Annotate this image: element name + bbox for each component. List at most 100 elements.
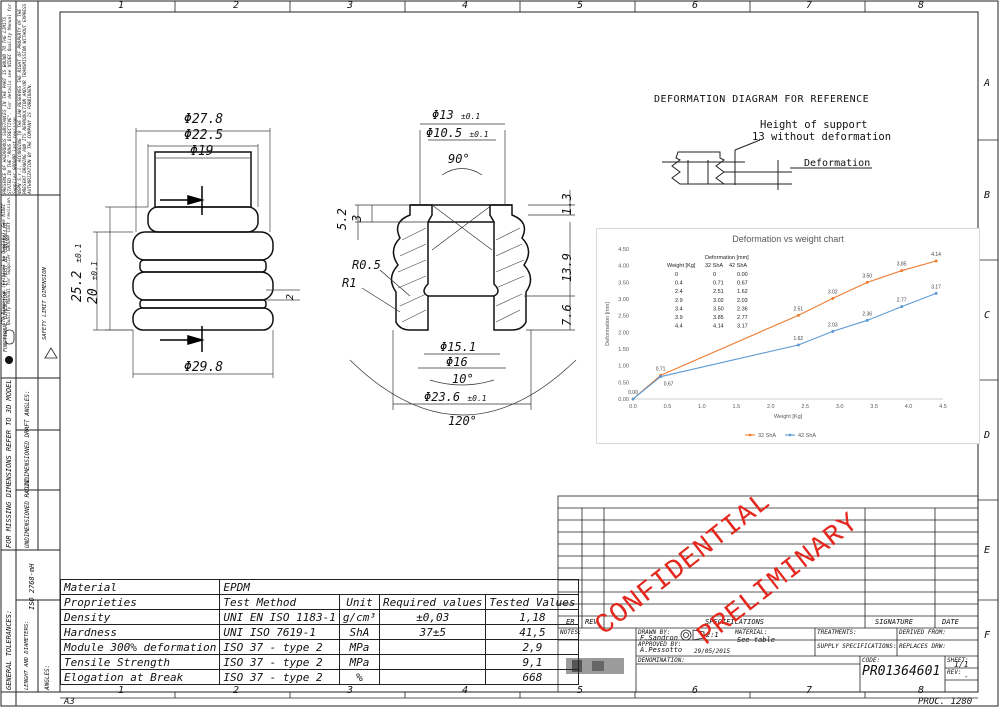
data-label: 0.67 xyxy=(664,382,674,388)
data-label: 0.00 xyxy=(628,390,638,396)
data-label: 2.36 xyxy=(862,311,872,317)
x-tick-label: 1.0 xyxy=(698,404,706,410)
drawn-by-name: F.Sandron xyxy=(640,634,678,642)
missing-dimensions-note: FOR MISSING DIMENSIONS REFER TO 3D MODEL xyxy=(5,379,13,548)
data-label: 3.02 xyxy=(828,289,838,295)
replaces-label: REPLACES DRW: xyxy=(899,643,946,650)
chart-title: Deformation vs weight chart xyxy=(732,234,844,244)
zone-number-top-6: 6 xyxy=(692,0,699,11)
y-tick-label: 2.50 xyxy=(618,314,629,320)
legend-marker-2 xyxy=(788,433,792,437)
dim-diameter-29-8: Φ29.8 xyxy=(184,360,224,375)
material-cell: ±0,03 xyxy=(379,609,487,625)
zone-number-top-3: 3 xyxy=(347,0,354,11)
dim-groove-2: 2 xyxy=(285,293,296,300)
table-cell: 4.14 xyxy=(713,324,724,330)
radii-label: UNDIMENSIONED RADII: xyxy=(24,475,31,548)
table-cell: 0.71 xyxy=(713,281,724,287)
dim-angle-120: 120° xyxy=(448,414,477,428)
table-cell: 4.4 xyxy=(675,324,683,330)
table-cell: 3.9 xyxy=(675,315,683,321)
zone-letter-b: B xyxy=(984,190,991,201)
material-cell: 668 xyxy=(485,669,580,685)
material-cell: Module 300% deformation xyxy=(59,639,221,655)
zone-number-bottom-5: 5 xyxy=(577,685,584,696)
x-tick-label: 3.0 xyxy=(836,404,844,410)
y-tick-label: 2.00 xyxy=(618,330,629,336)
material-cell: ShA xyxy=(338,624,381,640)
safety-note: SAFETY LIMIT DIMENSION xyxy=(42,267,48,340)
legend-label-2: 42 ShA xyxy=(798,433,816,439)
y-tick-label: 1.00 xyxy=(618,364,629,370)
material-cell: Tested Values xyxy=(485,594,580,610)
zone-number-bottom-1: 1 xyxy=(118,685,125,696)
supply-specifications-label: SUPPLY SPECIFICATIONS: xyxy=(817,643,897,650)
data-label: 2.03 xyxy=(828,322,838,328)
material-cell: % xyxy=(338,669,381,685)
date-label: DATE xyxy=(942,618,959,626)
dim-diameter-23-6: Φ23.6 ±0.1 xyxy=(424,390,487,404)
zone-number-bottom-3: 3 xyxy=(347,685,354,696)
drawn-by-label: DRAWN BY: xyxy=(638,629,671,636)
material-cell: EPDM xyxy=(219,579,580,595)
approved-date: 29/05/2015 xyxy=(694,648,731,655)
material-cell: Unit xyxy=(338,594,381,610)
rev-value: - xyxy=(964,672,969,681)
table-cell: 0.00 xyxy=(737,272,748,278)
data-label: 3.50 xyxy=(862,273,872,279)
material-cell xyxy=(379,639,487,655)
table-cell: 2.03 xyxy=(737,298,748,304)
y-tick-label: 0.00 xyxy=(618,397,629,403)
material-cell: MPa xyxy=(338,639,381,655)
dim-height-5-2: 5.2 xyxy=(335,208,349,230)
sheet-label: SHEET: xyxy=(947,657,969,664)
x-tick-label: 3.5 xyxy=(870,404,878,410)
er-column-label: ER xyxy=(566,618,575,626)
data-label: 0.71 xyxy=(656,366,666,372)
legend-marker-1 xyxy=(748,433,752,437)
material-cell: Material xyxy=(59,579,221,595)
x-tick-label: 1.5 xyxy=(733,404,741,410)
derived-from-label: DERIVED FROM: xyxy=(899,629,946,636)
x-tick-label: 4.0 xyxy=(905,404,913,410)
table-cell: 2.9 xyxy=(675,298,683,304)
x-tick-label: 0.0 xyxy=(629,404,637,410)
material-cell: Density xyxy=(59,609,221,625)
rev-label: REV: xyxy=(947,669,962,676)
dim-height-20: 20 ±0.1 xyxy=(86,261,101,304)
material-cell: ISO 37 - type 2 xyxy=(219,654,340,670)
draft-angles-label: UNDIMENSIONED DRAFT ANGLES: xyxy=(24,390,31,488)
data-point xyxy=(900,269,904,273)
table-cell: 0.67 xyxy=(737,281,748,287)
y-axis-label: Deformation [mm] xyxy=(605,302,611,346)
material-cell: 1,18 xyxy=(485,609,580,625)
dim-height-13-9: 13.9 xyxy=(560,253,574,282)
table-cell: 1.62 xyxy=(737,289,748,295)
zone-number-top-1: 1 xyxy=(118,0,125,11)
approved-by-label: APPROVED BY: xyxy=(638,641,682,648)
zone-number-top-4: 4 xyxy=(462,0,469,11)
data-label: 1.62 xyxy=(793,336,803,342)
material-cell: UNI ISO 7619-1 xyxy=(219,624,340,640)
table-cell: 2.77 xyxy=(737,315,748,321)
rev-column-label: REV xyxy=(585,618,598,626)
notes-label: NOTES: xyxy=(560,629,582,636)
lengths-label: LENGHT AND DIAMETERS: xyxy=(24,620,30,690)
data-label: 4.14 xyxy=(931,252,941,258)
code-label: CODE: xyxy=(862,657,881,664)
data-label: 2.77 xyxy=(897,298,907,304)
data-point xyxy=(865,280,869,284)
table-cell: 3.02 xyxy=(713,298,724,304)
support-height-label-line1: Height of support xyxy=(760,119,868,131)
dim-angle-10: 10° xyxy=(452,372,474,386)
table-cell: 0 xyxy=(713,272,716,278)
x-tick-label: 0.5 xyxy=(664,404,672,410)
dim-diameter-15-1: Φ15.1 xyxy=(440,340,477,354)
table-caption: Deformation [mm] xyxy=(705,255,749,261)
approved-by-name: A.Pessotto xyxy=(640,646,683,654)
y-tick-label: 1.50 xyxy=(618,347,629,353)
